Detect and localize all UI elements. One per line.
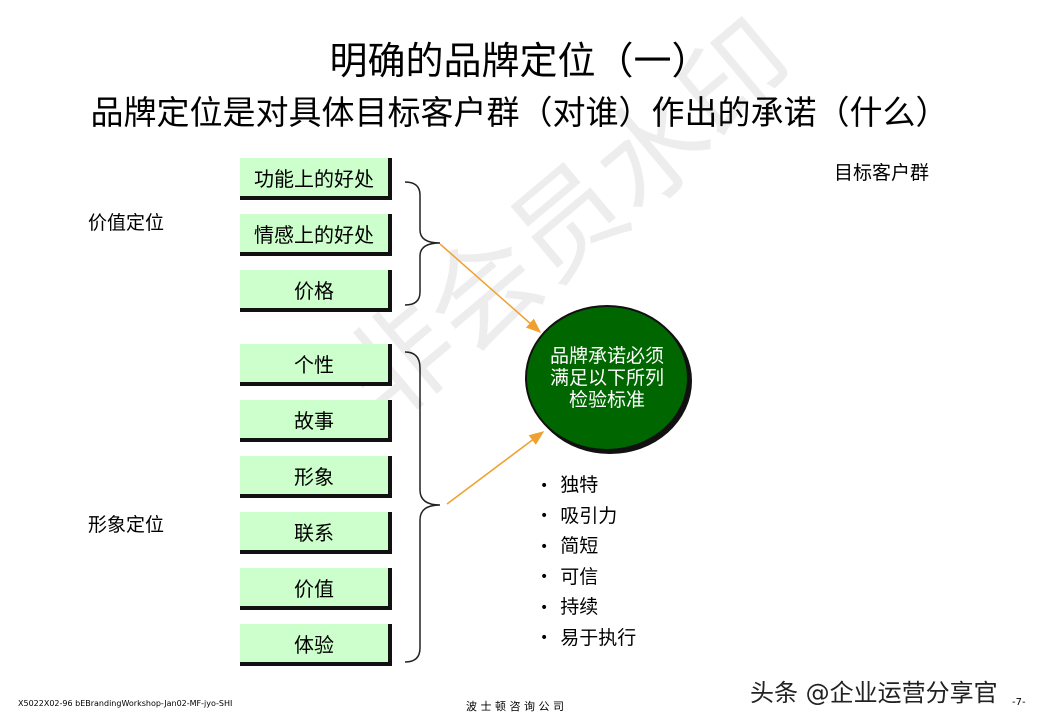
criteria-item: 可信 bbox=[540, 562, 636, 593]
image-item-box: 个性 bbox=[240, 344, 392, 386]
criteria-item: 吸引力 bbox=[540, 501, 636, 532]
image-item-box: 体验 bbox=[240, 624, 392, 666]
brand-promise-text: 品牌承诺必须满足以下所列检验标准 bbox=[549, 345, 664, 411]
value-item-box: 功能上的好处 bbox=[240, 158, 392, 200]
slide-title: 明确的品牌定位（一） bbox=[329, 39, 710, 83]
image-arrow bbox=[446, 431, 545, 505]
brand-promise-circle: 品牌承诺必须满足以下所列检验标准 bbox=[525, 305, 689, 451]
page-number: -7- bbox=[1012, 697, 1026, 708]
image-bracket bbox=[404, 351, 441, 663]
image-item-box: 联系 bbox=[240, 512, 392, 554]
value-bracket bbox=[404, 181, 441, 306]
image-item-box: 故事 bbox=[240, 400, 392, 442]
image-positioning-label: 形象定位 bbox=[88, 514, 165, 536]
value-positioning-label: 价值定位 bbox=[88, 212, 165, 234]
value-arrow bbox=[439, 243, 542, 333]
criteria-item: 持续 bbox=[540, 592, 636, 623]
criteria-list: 独特 吸引力 简短 可信 持续 易于执行 bbox=[540, 470, 636, 653]
criteria-item: 易于执行 bbox=[540, 623, 636, 654]
credit-watermark: 头条 @企业运营分享官 bbox=[750, 679, 998, 707]
slide-subtitle: 品牌定位是对具体目标客户群（对谁）作出的承诺（什么） bbox=[90, 93, 949, 132]
value-item-box: 情感上的好处 bbox=[240, 214, 392, 256]
image-item-box: 价值 bbox=[240, 568, 392, 610]
criteria-item: 简短 bbox=[540, 531, 636, 562]
footer-company: 波 士 顿 咨 询 公 司 bbox=[466, 700, 564, 713]
target-customer-label: 目标客户群 bbox=[834, 162, 930, 184]
footer-file-name: X5022X02-96 bEBrandingWorkshop-Jan02-MF-… bbox=[18, 699, 233, 708]
value-item-box: 价格 bbox=[240, 270, 392, 312]
criteria-item: 独特 bbox=[540, 470, 636, 501]
image-item-box: 形象 bbox=[240, 456, 392, 498]
